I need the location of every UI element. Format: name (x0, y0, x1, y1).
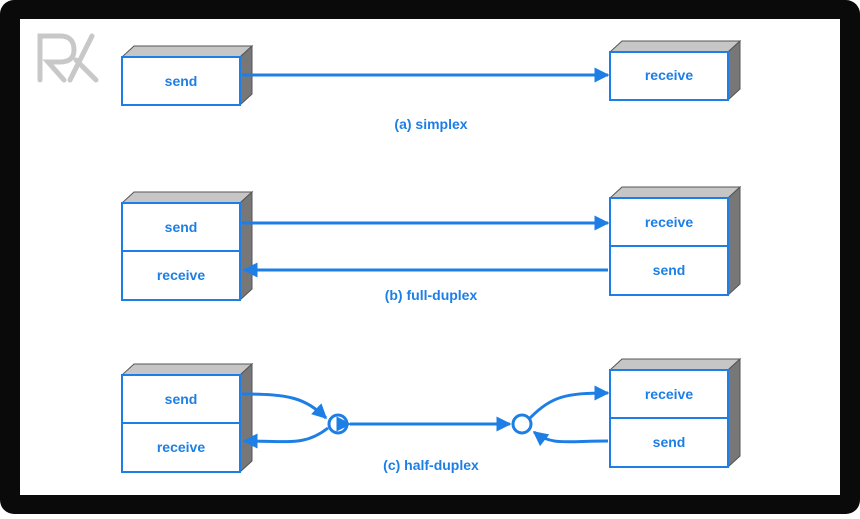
simplex-left-label: send (165, 73, 198, 89)
half-duplex-left-send-curve (241, 392, 328, 420)
rk-logo (37, 33, 99, 83)
full-duplex-caption: (b) full-duplex (385, 287, 478, 303)
simplex-caption: (a) simplex (394, 116, 467, 132)
half-duplex-right-box: receive send (608, 357, 742, 469)
half-duplex-right-switch (511, 413, 533, 435)
full-duplex-left-bottom-label: receive (157, 267, 205, 283)
full-duplex-left-box: send receive (120, 190, 254, 302)
full-duplex-right-box: receive send (608, 185, 742, 297)
half-duplex-left-box: send receive (120, 362, 254, 474)
simplex-left-box: send (120, 44, 254, 107)
half-duplex-left-receive-curve (242, 426, 329, 449)
half-duplex-right-top-label: receive (645, 386, 693, 402)
half-duplex-left-top-label: send (165, 391, 198, 407)
half-duplex-caption: (c) half-duplex (383, 457, 479, 473)
half-duplex-right-bottom-label: send (653, 434, 686, 450)
half-duplex-right-receive-curve (528, 385, 610, 420)
half-duplex-left-bottom-label: receive (157, 439, 205, 455)
full-duplex-right-top-label: receive (645, 214, 693, 230)
half-duplex-left-switch (327, 413, 349, 435)
half-duplex-right-send-curve (532, 430, 609, 447)
full-duplex-right-bottom-label: send (653, 262, 686, 278)
simplex-right-label: receive (645, 67, 693, 83)
simplex-right-box: receive (608, 39, 742, 102)
full-duplex-left-top-label: send (165, 219, 198, 235)
